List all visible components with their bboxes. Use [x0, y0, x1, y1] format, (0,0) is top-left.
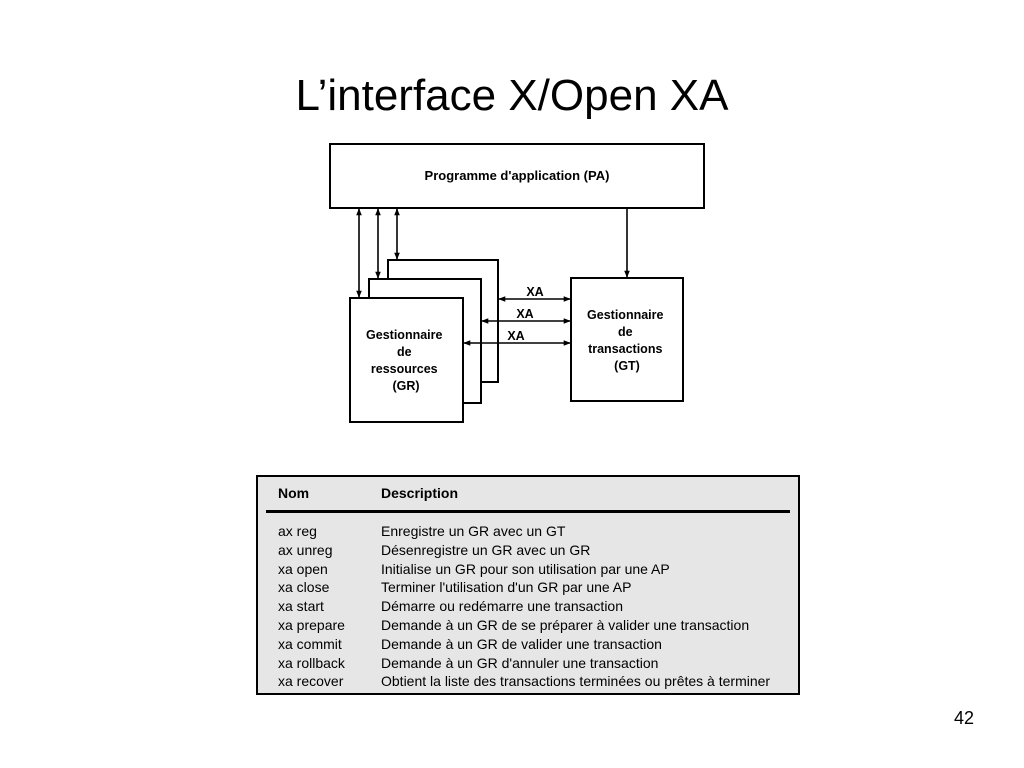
- transaction-manager-line-4: (GT): [614, 359, 640, 373]
- row-description: Démarre ou redémarre une transaction: [381, 598, 624, 615]
- row-description: Demande à un GR d'annuler une transactio…: [381, 654, 659, 671]
- svg-text:Gestionnaire de tr: Gestionnaire de transactions (GT): [587, 308, 667, 373]
- row-name: xa start: [278, 598, 324, 615]
- row-description: Obtient la liste des transactions termin…: [381, 673, 771, 690]
- row-name: xa recover: [278, 673, 344, 690]
- row-description: Enregistre un GR avec un GT: [381, 523, 566, 539]
- row-name: xa prepare: [278, 616, 345, 633]
- row-name: xa commit: [278, 635, 342, 652]
- resource-manager-box: Gestionnaire de ressources (GR): [349, 297, 464, 423]
- table-row: xa start Démarre ou redémarre une transa…: [258, 597, 798, 616]
- transaction-manager-line-3: transactions: [588, 342, 662, 356]
- row-description: Initialise un GR pour son utilisation pa…: [381, 560, 670, 577]
- table-row: ax reg Enregistre un GR avec un GT: [258, 522, 798, 541]
- table-row: xa commit Demande à un GR de valider une…: [258, 635, 798, 654]
- row-name: xa close: [278, 579, 330, 596]
- row-description: Demande à un GR de valider une transacti…: [381, 635, 662, 652]
- xa-label-1: XA: [526, 285, 543, 299]
- table-row: xa rollback Demande à un GR d'annuler un…: [258, 654, 798, 673]
- xa-label-3: XA: [507, 329, 524, 343]
- header-name: Nom: [278, 485, 310, 501]
- table-row: ax unreg Désenregistre un GR avec un GR: [258, 541, 798, 560]
- page-number: 42: [953, 708, 974, 728]
- row-name: xa open: [278, 560, 328, 577]
- table-row: xa prepare Demande à un GR de se prépare…: [258, 616, 798, 635]
- slide-title: L’interface X/Open XA: [295, 71, 729, 120]
- application-program-label: Programme d'application (PA): [425, 168, 610, 183]
- resource-manager-line-4: (GR): [392, 379, 419, 393]
- table-header-rule: [266, 510, 790, 513]
- table-header: Nom Description: [258, 485, 798, 507]
- row-name: ax reg: [278, 523, 317, 539]
- transaction-manager-line-2: de: [618, 325, 633, 339]
- resource-manager-line-2: de: [397, 345, 412, 359]
- transaction-manager-line-1: Gestionnaire: [587, 308, 663, 322]
- table-body: ax reg Enregistre un GR avec un GT ax un…: [258, 522, 798, 691]
- row-description: Désenregistre un GR avec un GR: [381, 541, 591, 558]
- table-row: xa close Terminer l'utilisation d'un GR …: [258, 578, 798, 597]
- row-name: xa rollback: [278, 654, 345, 671]
- resource-manager-line-1: Gestionnaire: [366, 328, 442, 342]
- xa-label-2: XA: [516, 307, 533, 321]
- transaction-manager-box: Gestionnaire de transactions (GT): [570, 277, 684, 402]
- row-description: Terminer l'utilisation d'un GR par une A…: [381, 579, 632, 596]
- svg-text:Gestionnaire de re: Gestionnaire de ressources (GR): [366, 328, 446, 393]
- table-row: xa open Initialise un GR pour son utilis…: [258, 560, 798, 579]
- xa-architecture-diagram: Programme d'application (PA) Gestionnair…: [329, 143, 705, 423]
- row-description: Demande à un GR de se préparer à valider…: [381, 616, 750, 633]
- application-program-box: Programme d'application (PA): [329, 143, 705, 209]
- resource-manager-line-3: ressources: [371, 362, 438, 376]
- table-row: xa recover Obtient la liste des transact…: [258, 672, 798, 691]
- row-name: ax unreg: [278, 541, 333, 558]
- header-description: Description: [381, 485, 459, 501]
- xa-functions-table: Nom Description ax reg Enregistre un GR …: [256, 475, 800, 695]
